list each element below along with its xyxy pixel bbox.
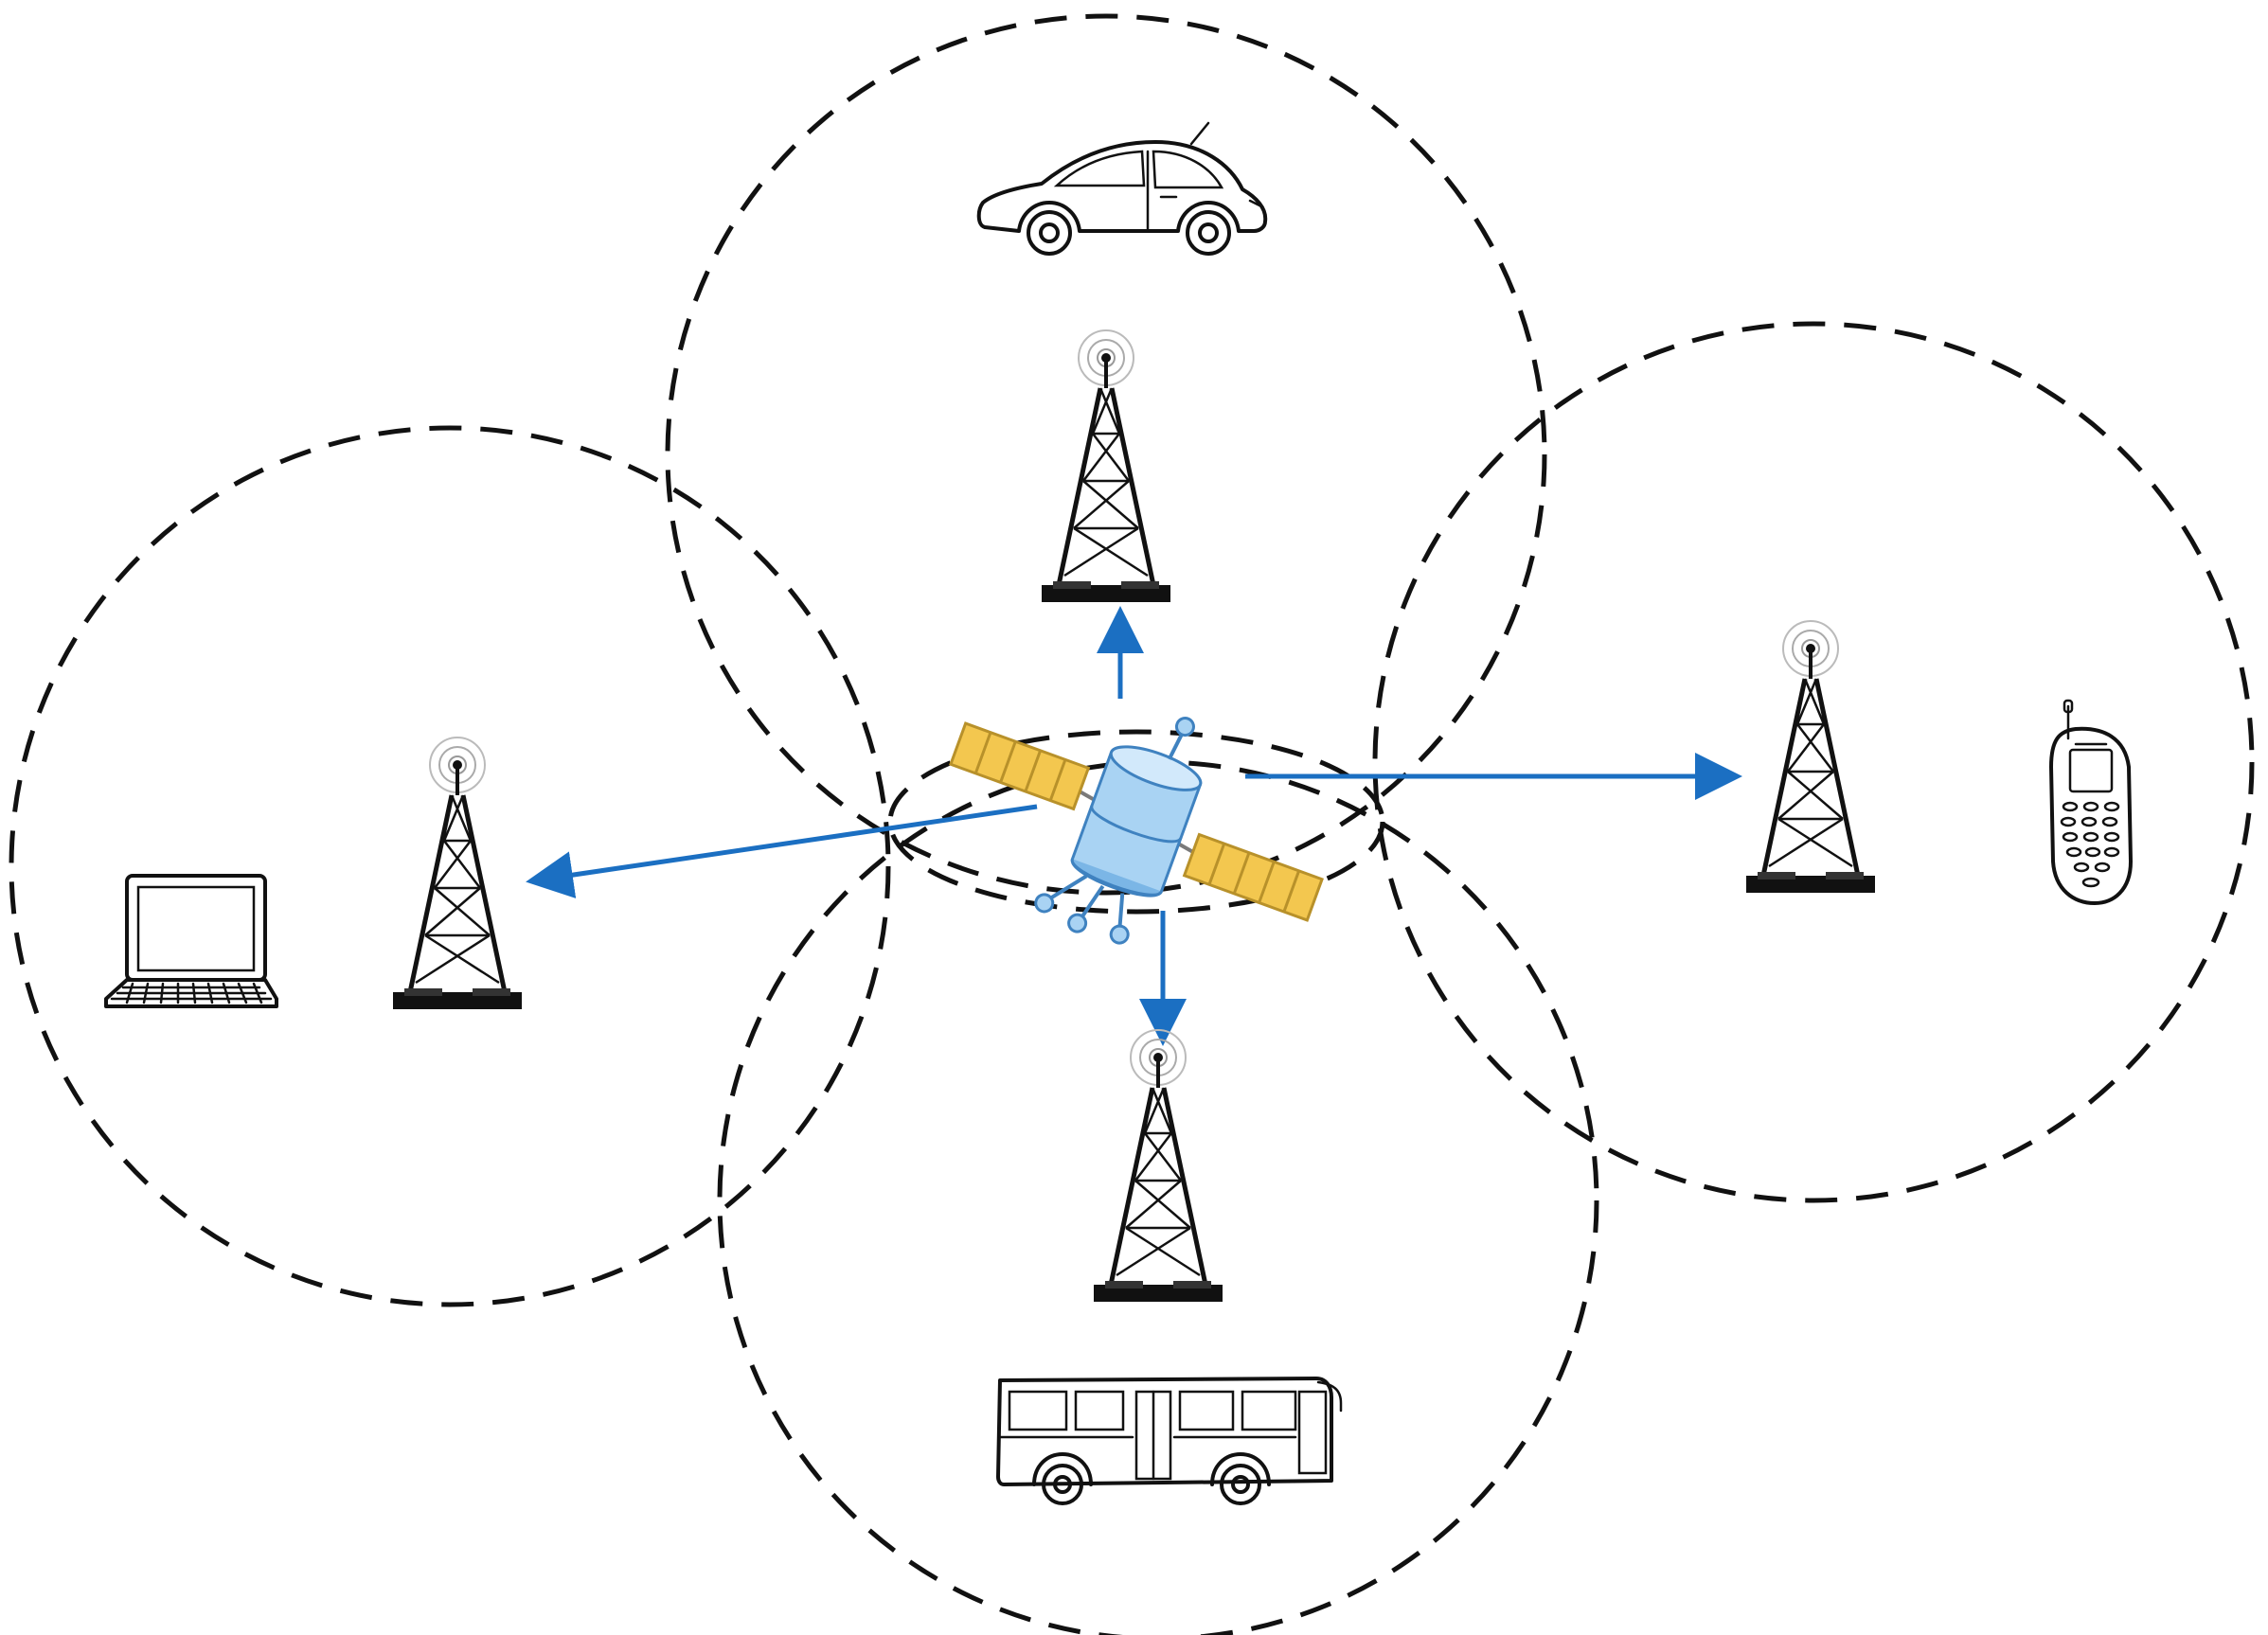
coverage-area-satellite — [887, 729, 1385, 915]
laptop-icon — [104, 874, 278, 1008]
satellite-icon — [949, 717, 1324, 945]
cell-tower-icon — [1042, 330, 1170, 602]
link-to-tower-left — [526, 804, 1038, 898]
car-icon — [976, 121, 1268, 256]
cell-tower-icon — [1746, 621, 1875, 893]
mobile-phone-icon — [2049, 699, 2133, 905]
cell-tower-icon — [393, 738, 522, 1009]
bus-icon — [996, 1377, 1343, 1505]
coverage-area-left — [9, 425, 891, 1307]
coverage-area-right — [1372, 321, 2255, 1203]
satellite-links — [526, 606, 1742, 1046]
coverage-area-top — [665, 13, 1547, 896]
cell-tower-icon — [1094, 1030, 1223, 1302]
